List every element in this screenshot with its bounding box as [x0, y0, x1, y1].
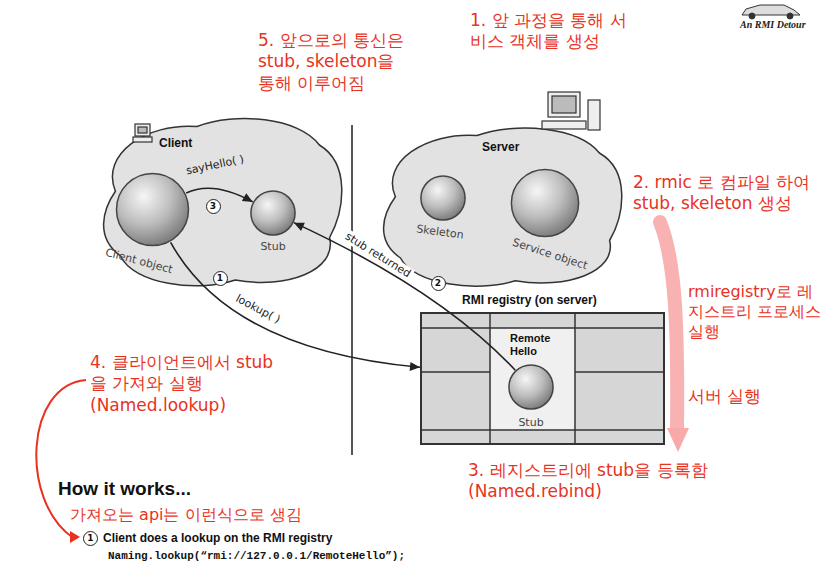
callout-number: 1 — [83, 531, 98, 546]
callout-number: 2 — [431, 276, 446, 291]
divider-line — [351, 125, 353, 455]
pink-arrow-head — [667, 428, 689, 452]
node-heading: RMI registry (on server) — [460, 293, 599, 307]
service-object-circle: Service object — [510, 168, 580, 238]
sphere-shape — [250, 190, 296, 236]
code-line: Naming.lookup(“rmi://127.0.0.1/RemoteHel… — [108, 550, 405, 562]
connector-arrow — [294, 223, 515, 371]
pink-flow-arrow — [660, 222, 677, 428]
sphere-shape — [510, 168, 580, 238]
annotation: rmiregistry로 레지스트리 프로세스 실행 — [688, 282, 824, 342]
cell-text: Remote Hello — [510, 332, 560, 357]
annotation: 5. 앞으로의 통신은 stub, skeleton을 통해 이루어짐 — [258, 30, 408, 94]
stub-circle: Stub — [250, 190, 296, 236]
stub-circle: Stub — [508, 364, 554, 410]
object-label: Stub — [518, 416, 543, 429]
sphere-shape — [115, 172, 190, 247]
detour-caption: An RMI Detour — [740, 19, 806, 30]
red-pointer-head — [70, 531, 80, 543]
step-text: Client does a lookup on the RMI registry — [103, 531, 332, 545]
callout-number: 1 — [213, 271, 228, 286]
skeleton-circle: Skeleton — [420, 175, 466, 221]
annotation: 1. 앞 과정을 통해 서비스 객체를 생성 — [470, 10, 630, 53]
server-region: ServerSkeleton Service object — [375, 118, 630, 293]
annotation: 2. rmic 로 컴파일 하여 stub, skeleton 생성 — [633, 172, 821, 215]
annotation: 서버 실행 — [688, 386, 761, 407]
sphere-shape — [508, 364, 554, 410]
callout-number: 3 — [206, 199, 221, 214]
client-object-circle: Client object — [115, 172, 190, 247]
sphere-shape — [420, 175, 466, 221]
car-icon — [742, 5, 800, 19]
edge-label: lookup( ) — [232, 291, 285, 327]
annotation: 가져오는 api는 이런식으로 생김 — [70, 505, 302, 525]
client-computer-icon — [133, 124, 152, 142]
node-heading: Client — [157, 136, 194, 150]
annotation: 4. 클라이언트에서 stub 을 가져와 실행 (Named.lookup) — [90, 352, 290, 416]
registry-box: RMI registry (on server)Remote HelloStub — [420, 312, 665, 445]
client-region: ClientClient objectStub — [95, 108, 350, 293]
section-heading: How it works... — [58, 478, 191, 500]
node-heading: Server — [480, 140, 521, 154]
server-computer-icon — [542, 92, 600, 130]
connector-arrow — [186, 188, 253, 202]
object-label: Stub — [260, 240, 285, 253]
annotation: 3. 레지스트리에 stub을 등록함 (Named.rebind) — [468, 460, 728, 503]
